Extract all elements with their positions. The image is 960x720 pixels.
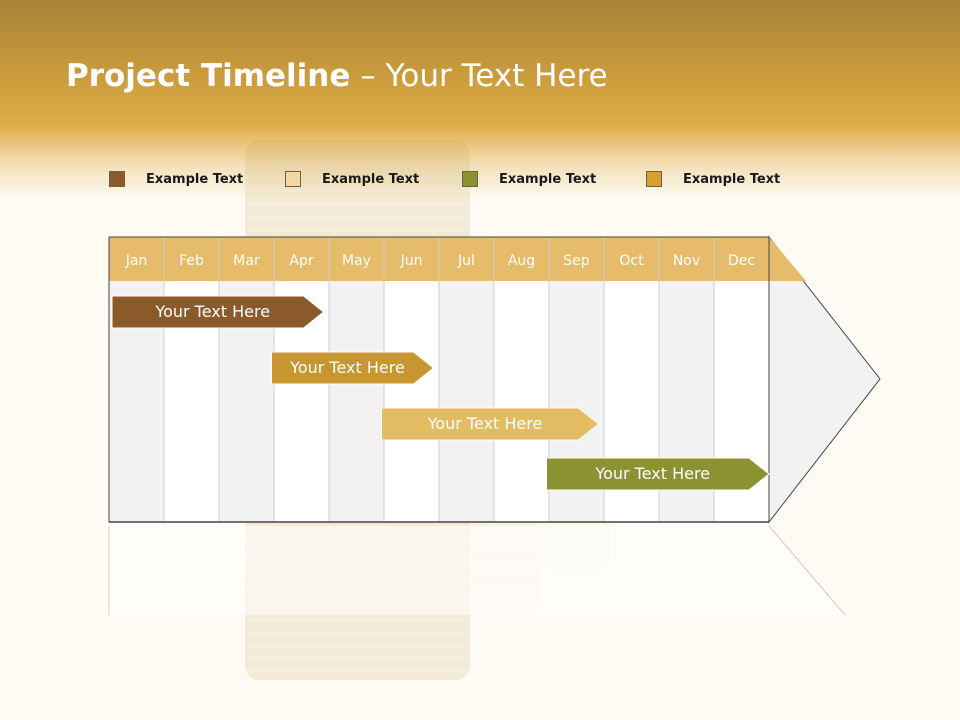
- month-header-cell: [604, 237, 659, 281]
- task-label[interactable]: Your Text Here: [155, 302, 271, 321]
- legend-swatch: [646, 171, 662, 187]
- header-band: [0, 0, 960, 200]
- task-arrow: [546, 457, 770, 491]
- task-label[interactable]: Your Text Here: [595, 464, 711, 483]
- month-label: Oct: [619, 253, 644, 269]
- month-header-cell: [549, 237, 604, 281]
- legend-label: Example Text: [322, 172, 420, 187]
- task-arrow: [381, 407, 600, 441]
- month-header-cell: [714, 237, 769, 281]
- month-header-cell: [219, 237, 274, 281]
- month-header-cell: [439, 237, 494, 281]
- legend-label: Example Text: [499, 172, 597, 187]
- task-label[interactable]: Your Text Here: [290, 358, 405, 377]
- task-label[interactable]: Your Text Here: [427, 414, 543, 433]
- title-rest: – Your Text Here: [350, 58, 608, 94]
- month-label: Mar: [233, 253, 260, 269]
- task-arrow: [111, 295, 325, 329]
- month-header-cell: [494, 237, 549, 281]
- reflection-edge: [768, 525, 846, 616]
- month-label: Jun: [400, 253, 423, 269]
- month-header-cell: [274, 237, 329, 281]
- legend-label: Example Text: [146, 172, 244, 187]
- month-label: Feb: [179, 253, 204, 269]
- legend-swatch: [462, 171, 478, 187]
- task-arrow: [271, 351, 435, 385]
- timeline-reflection: [109, 526, 845, 615]
- title-bold: Project Timeline: [66, 58, 351, 94]
- month-label: Jan: [125, 253, 148, 269]
- month-label: Dec: [728, 253, 755, 269]
- month-label: Sep: [563, 253, 590, 269]
- month-header-cell: [384, 237, 439, 281]
- month-header-cell: [109, 237, 164, 281]
- month-column: [329, 281, 384, 522]
- month-column: [439, 281, 494, 522]
- month-label: Nov: [673, 253, 700, 269]
- month-label: May: [342, 253, 371, 269]
- month-label: Jul: [457, 253, 475, 269]
- month-header-cell: [659, 237, 714, 281]
- legend-swatch: [109, 171, 125, 187]
- month-header-cell: [164, 237, 219, 281]
- month-label: Apr: [289, 253, 313, 269]
- legend-label: Example Text: [683, 172, 781, 187]
- slide-title[interactable]: Project Timeline – Your Text Here: [66, 58, 608, 94]
- timeline-header-tip: [769, 237, 806, 281]
- legend-swatch: [285, 171, 301, 187]
- month-header-cell: [329, 237, 384, 281]
- month-label: Aug: [508, 253, 535, 269]
